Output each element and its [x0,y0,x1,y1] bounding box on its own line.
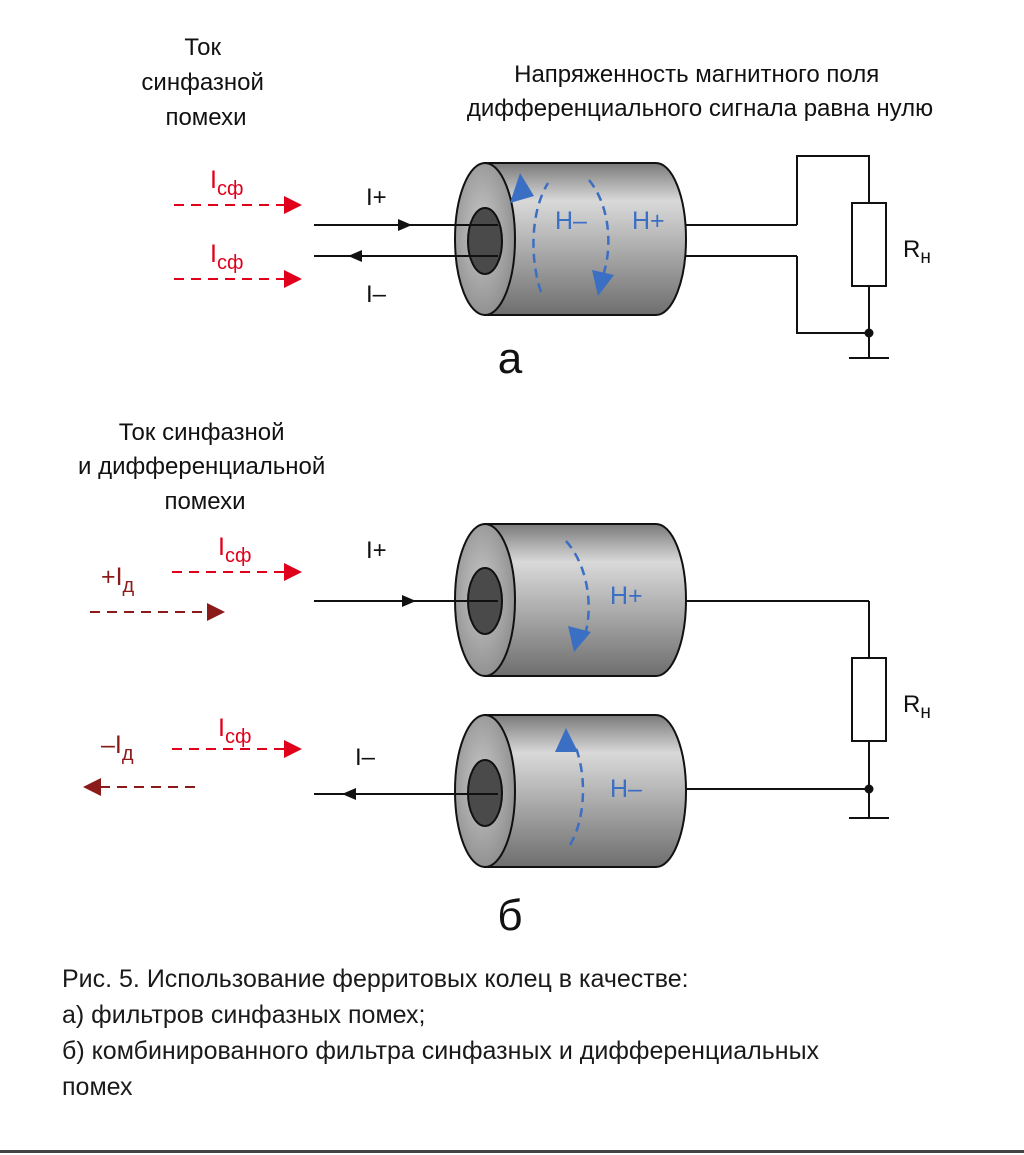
part-a-left-title: Ток синфазной помехи [141,34,270,131]
part-a-letter: а [498,334,523,383]
h-minus-field-arc-b [568,747,585,846]
part-b-left-title: Ток синфазной и дифференциальной помехи [78,419,332,515]
part-b: Ток синфазной и дифференциальной помехи … [78,419,931,940]
differential-arrowhead [207,603,225,621]
ferrite-ring-b-bottom [454,714,687,868]
field-arrowhead-up [510,173,534,203]
junction-dot [864,328,874,338]
field-arrowhead-down [568,626,591,652]
caption-line: Рис. 5. Использование ферритовых колец в… [62,965,689,993]
i-plus-label: I+ [366,184,387,211]
resistor-label-b: Rн [903,691,931,723]
common-mode-arrowhead [284,563,302,581]
common-mode-arrowhead [284,270,302,288]
icf-label-bottom-b: Iсф [218,714,251,748]
arrowhead-left [348,250,362,262]
plus-id-label: +Iд [101,563,135,597]
minus-id-label: –Iд [101,731,134,765]
arrowhead-right [398,219,412,231]
part-a: Ток синфазной помехи Напряженность магни… [141,34,933,383]
common-mode-arrowhead [284,740,302,758]
resistor-label: Rн [903,236,931,268]
differential-arrowhead [83,778,101,796]
i-plus-label-b: I+ [366,537,387,564]
h-minus-label: H– [555,207,587,235]
arrowhead-left [342,788,356,800]
load-wire-top [796,155,870,225]
load-resistor [851,202,887,287]
h-plus-field-arc-b [565,540,590,639]
icf-label-bottom: Iсф [210,240,243,274]
caption-line: помех [62,1073,133,1101]
field-arrowhead-up [555,728,578,752]
bottom-divider [0,1150,1024,1153]
i-minus-label: I– [366,281,387,308]
field-arrowhead-down [592,270,614,296]
icf-label-top: Iсф [210,166,243,200]
return-wire [796,256,869,334]
common-mode-arrowhead [284,196,302,214]
junction-dot [864,784,874,794]
icf-label-top-b: Iсф [218,533,251,567]
load-resistor-b [851,657,887,742]
figure-caption: Рис. 5. Использование ферритовых колец в… [62,961,1002,1105]
arrowhead-right [402,595,416,607]
ferrite-ring-b-top [454,523,687,677]
h-plus-label-b: H+ [610,582,643,610]
caption-line: а) фильтров синфазных помех; [62,1001,426,1029]
part-a-right-title: Напряженность магнитного поля дифференци… [467,61,933,122]
h-plus-label: H+ [632,207,665,235]
ferrite-ring-a [454,162,687,316]
h-minus-label-b: H– [610,775,642,803]
caption-line: б) комбинированного фильтра синфазных и … [62,1037,820,1065]
part-b-letter: б [497,891,522,940]
i-minus-label-b: I– [355,744,376,771]
